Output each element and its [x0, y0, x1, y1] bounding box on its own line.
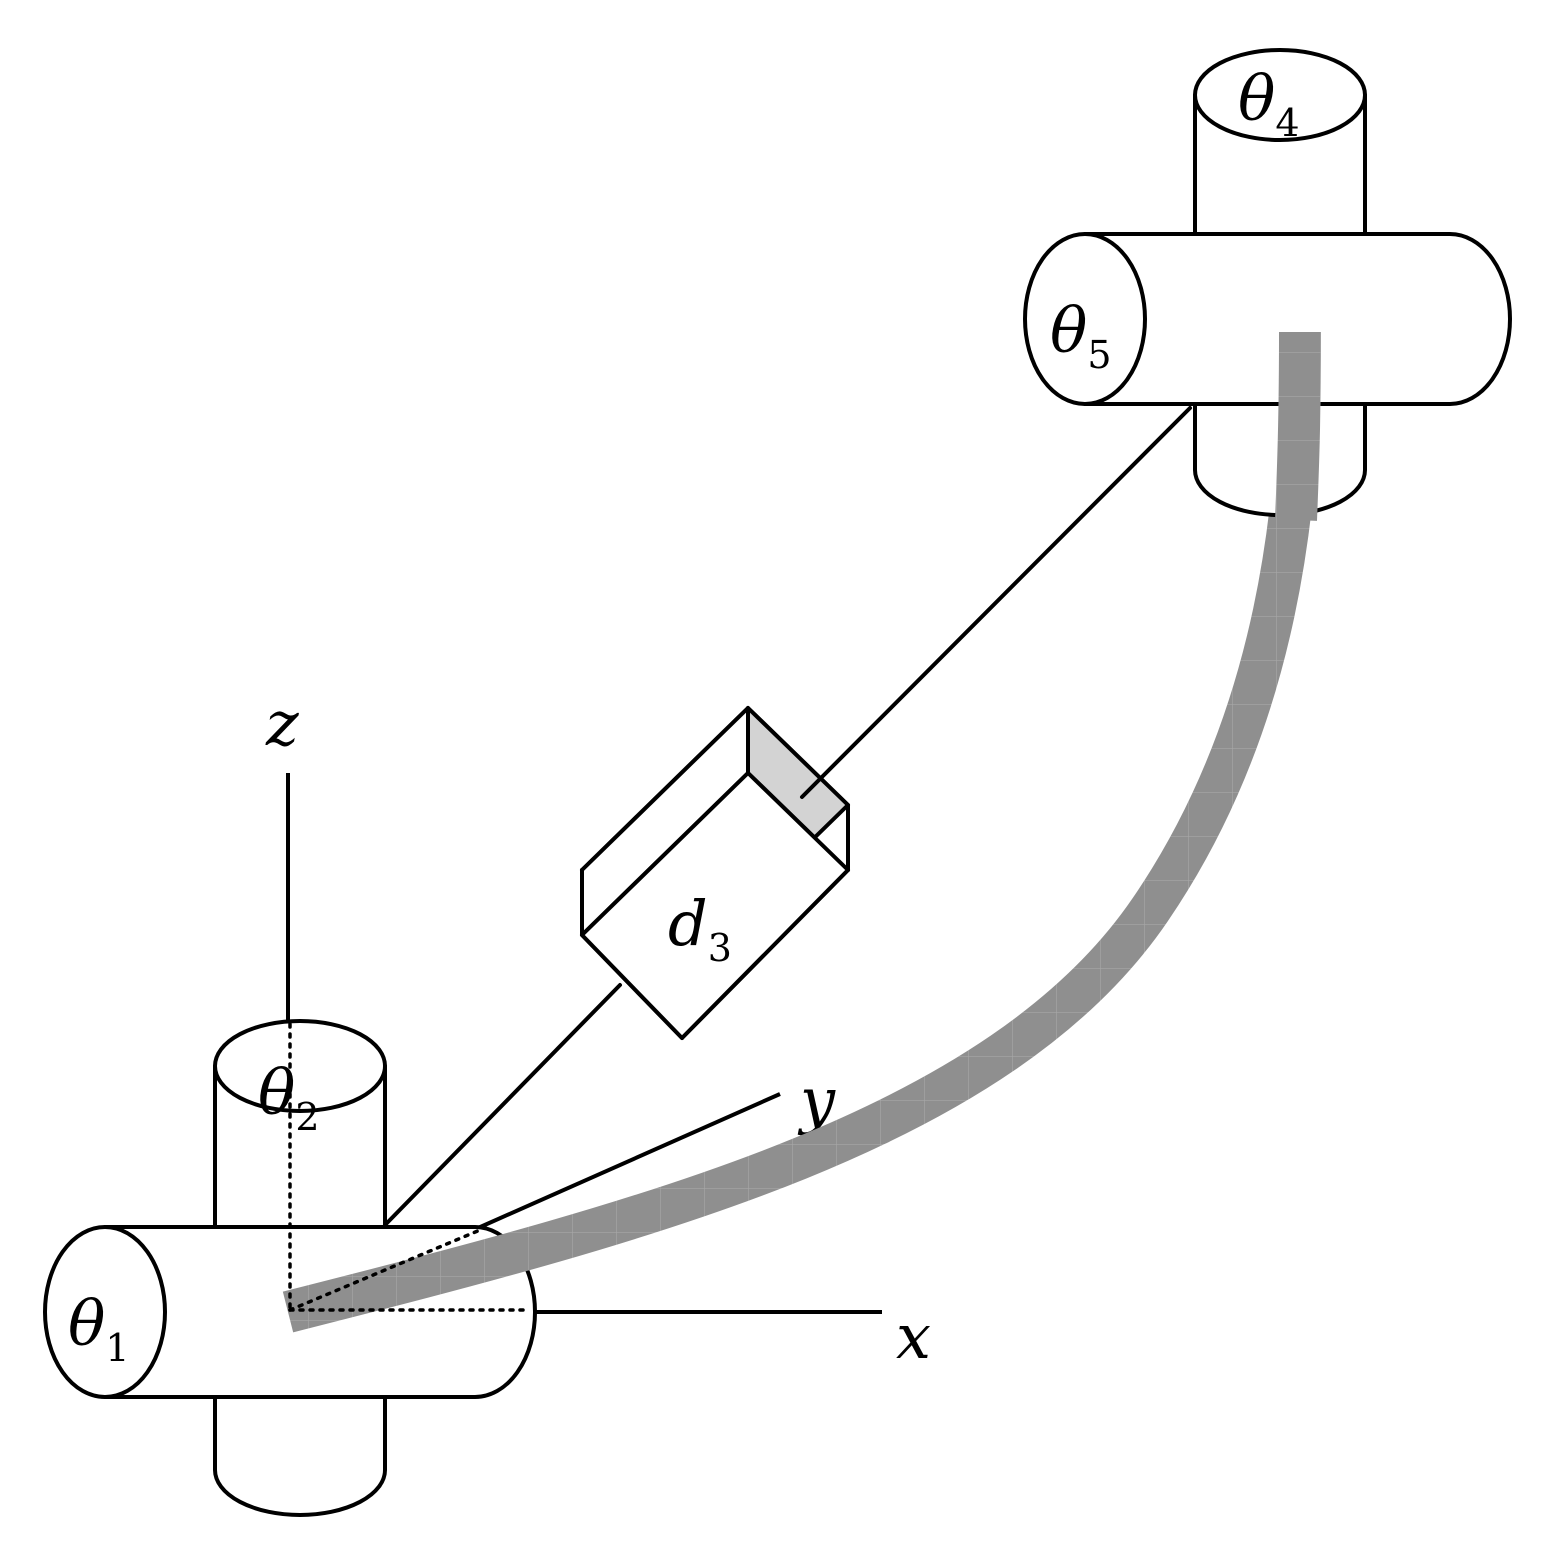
joint-theta5-cylinder	[1023, 232, 1512, 406]
link-prism-to-wrist	[800, 406, 1192, 799]
origin-projections	[288, 1022, 532, 1312]
y-axis-line	[477, 1092, 781, 1230]
link-base-to-prism	[383, 983, 622, 1227]
theta4-label: θ4	[1238, 62, 1300, 145]
theta1-label: θ1	[68, 1287, 130, 1370]
coordinate-axes: z x y	[265, 687, 931, 1373]
joint-labels: θ1 θ2 d3 θ4 θ5	[68, 62, 1300, 1370]
prismatic-joint-d3	[580, 706, 850, 1040]
theta5-label: θ5	[1050, 294, 1112, 377]
theta2-label: θ2	[258, 1056, 320, 1139]
continuum-path	[282, 331, 1321, 1333]
d3-label: d3	[668, 887, 732, 970]
x-axis-label: x	[896, 1300, 931, 1373]
continuum-path-upper	[1275, 331, 1321, 521]
z-axis-label: z	[265, 687, 299, 760]
